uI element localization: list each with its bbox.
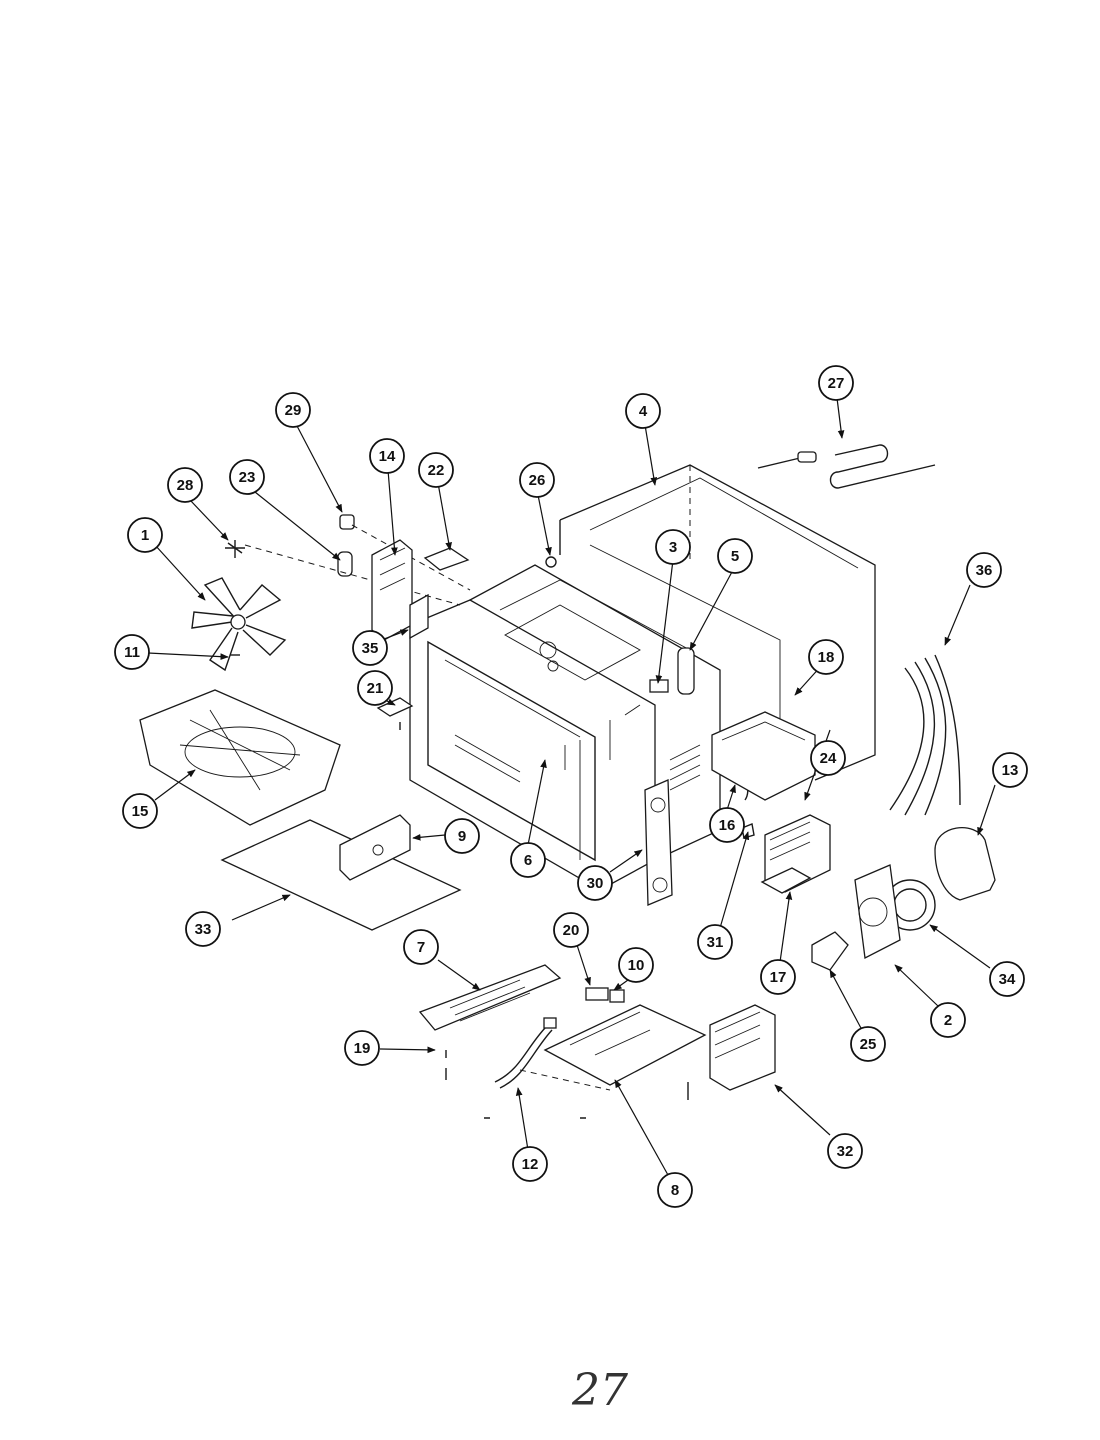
heater-element-part — [757, 444, 936, 489]
callout-35: 35 — [352, 630, 388, 666]
callout-7: 7 — [403, 929, 439, 965]
callout-29: 29 — [275, 392, 311, 428]
svg-text:1: 1 — [141, 527, 149, 544]
svg-text:30: 30 — [587, 875, 604, 892]
callout-5: 5 — [717, 538, 753, 574]
motor-bracket-part — [811, 864, 901, 971]
blower-housing-part — [934, 827, 996, 901]
air-guide-part — [139, 689, 341, 826]
callout-3: 3 — [655, 529, 691, 565]
svg-text:17: 17 — [770, 969, 787, 986]
svg-text:18: 18 — [818, 649, 835, 666]
bottom-vent-panel-part — [418, 964, 562, 1080]
svg-text:26: 26 — [529, 472, 546, 489]
svg-text:32: 32 — [837, 1143, 854, 1160]
svg-text:4: 4 — [639, 403, 648, 420]
leader-lines — [147, 397, 996, 1176]
svg-text:13: 13 — [1002, 762, 1019, 779]
callout-30: 30 — [577, 865, 613, 901]
svg-text:36: 36 — [976, 562, 993, 579]
callout-23: 23 — [229, 459, 265, 495]
bracket-part — [371, 539, 429, 641]
svg-text:27: 27 — [828, 375, 845, 392]
svg-text:33: 33 — [195, 921, 212, 938]
callout-22: 22 — [418, 452, 454, 488]
mount-clip-part — [423, 547, 470, 571]
svg-text:7: 7 — [417, 939, 425, 956]
latch-part — [585, 987, 625, 1003]
callout-27: 27 — [818, 365, 854, 401]
svg-text:15: 15 — [132, 803, 149, 820]
svg-text:28: 28 — [177, 477, 194, 494]
svg-text:20: 20 — [563, 922, 580, 939]
svg-text:21: 21 — [367, 680, 384, 697]
callout-15: 15 — [122, 793, 158, 829]
callout-11: 11 — [114, 634, 150, 670]
wire-harness-part — [889, 654, 961, 816]
callout-26: 26 — [519, 462, 555, 498]
callout-13: 13 — [992, 752, 1028, 788]
callout-21: 21 — [357, 670, 393, 706]
callout-4: 4 — [625, 393, 661, 429]
outer-cabinet-part — [559, 464, 876, 781]
callout-25: 25 — [850, 1026, 886, 1062]
svg-text:22: 22 — [428, 462, 445, 479]
callout-24: 24 — [810, 740, 846, 776]
svg-text:19: 19 — [354, 1040, 371, 1057]
control-board-part — [644, 779, 673, 906]
callout-33: 33 — [185, 911, 221, 947]
callout-19: 19 — [344, 1030, 380, 1066]
callout-18: 18 — [808, 639, 844, 675]
duct-cover-part — [711, 711, 816, 801]
callout-14: 14 — [369, 438, 405, 474]
svg-text:31: 31 — [707, 934, 724, 951]
thermal-cutout-part — [760, 867, 812, 894]
transformer-part — [687, 1004, 776, 1100]
callout-6: 6 — [510, 842, 546, 878]
callout-2: 2 — [930, 1002, 966, 1038]
callout-10: 10 — [618, 947, 654, 983]
svg-text:8: 8 — [671, 1182, 679, 1199]
svg-text:9: 9 — [458, 828, 466, 845]
switch-bracket-part — [339, 697, 414, 881]
svg-text:34: 34 — [999, 971, 1016, 988]
callout-17: 17 — [760, 959, 796, 995]
fan-blade-part — [191, 577, 287, 672]
page-number: 27 — [571, 1365, 628, 1416]
svg-text:12: 12 — [522, 1156, 539, 1173]
cavity-small-parts — [545, 556, 695, 695]
callout-8: 8 — [657, 1172, 693, 1208]
small-hardware-left — [225, 514, 471, 656]
base-plate-part — [519, 1004, 707, 1091]
callout-16: 16 — [709, 807, 745, 843]
callout-28: 28 — [167, 467, 203, 503]
svg-text:29: 29 — [285, 402, 302, 419]
svg-text:25: 25 — [860, 1036, 877, 1053]
callout-31: 31 — [697, 924, 733, 960]
svg-text:23: 23 — [239, 469, 256, 486]
svg-text:24: 24 — [820, 750, 837, 767]
svg-text:10: 10 — [628, 957, 645, 974]
power-cord-part — [484, 1017, 586, 1119]
svg-text:2: 2 — [944, 1012, 952, 1029]
svg-text:35: 35 — [362, 640, 379, 657]
callout-1: 1 — [127, 517, 163, 553]
callout-36: 36 — [966, 552, 1002, 588]
callout-34: 34 — [989, 961, 1025, 997]
svg-text:5: 5 — [731, 548, 739, 565]
svg-text:14: 14 — [379, 448, 396, 465]
svg-text:6: 6 — [524, 852, 532, 869]
callout-9: 9 — [444, 818, 480, 854]
bottom-plate-part — [220, 819, 462, 931]
callout-12: 12 — [512, 1146, 548, 1182]
svg-text:11: 11 — [124, 644, 140, 661]
callout-20: 20 — [553, 912, 589, 948]
callout-32: 32 — [827, 1133, 863, 1169]
svg-text:16: 16 — [719, 817, 736, 834]
svg-text:3: 3 — [669, 539, 677, 556]
